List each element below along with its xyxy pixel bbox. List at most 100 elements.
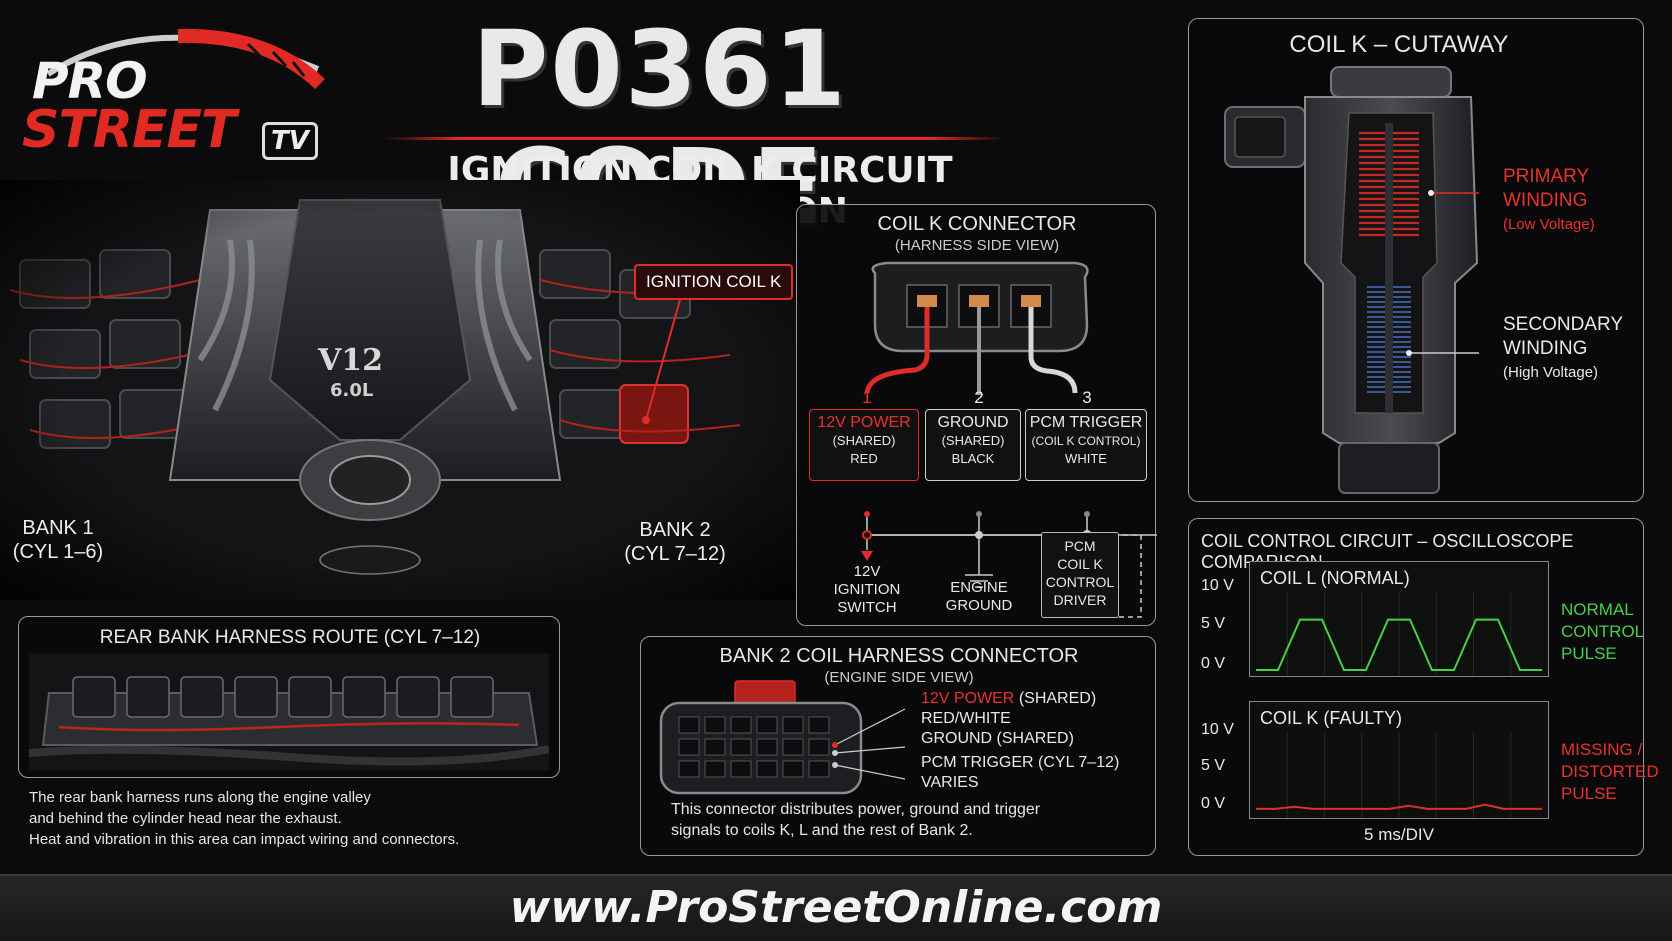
pin-3-destination: PCM COIL K CONTROL DRIVER — [1041, 532, 1119, 618]
bank2-power-shared: (SHARED) — [1018, 690, 1097, 707]
secondary-winding-note: (High Voltage) — [1503, 364, 1599, 381]
normal-y-tick-5: 5 V — [1201, 615, 1226, 632]
bank1-label: BANK 1 (CYL 1–6) — [8, 516, 108, 564]
normal-scope-title: COIL L (NORMAL) — [1260, 568, 1410, 588]
primary-winding-line-1: PRIMARY — [1503, 166, 1590, 187]
dest-2-line-1: ENGINE — [950, 579, 1008, 596]
pin-2-number: 2 — [974, 388, 984, 407]
bank2-power-color: RED/WHITE — [921, 710, 1011, 727]
normal-scope-screen: COIL L (NORMAL) — [1249, 561, 1549, 677]
dest-3-line-4: DRIVER — [1053, 592, 1107, 608]
pin-1-destination: 12V IGNITION SWITCH — [817, 563, 917, 617]
faulty-note-1: MISSING / — [1561, 740, 1643, 759]
pin-3-label-box: PCM TRIGGER (COIL K CONTROL) WHITE — [1025, 409, 1147, 481]
rear-bank-description: The rear bank harness runs along the eng… — [29, 787, 589, 850]
pin-3-color: WHITE — [1065, 451, 1107, 466]
bank2-pin-labels: 12V POWER (SHARED) RED/WHITE GROUND (SHA… — [921, 689, 1151, 793]
normal-y-tick-10: 10 V — [1201, 577, 1234, 594]
bank2-trigger-label: PCM TRIGGER (CYL 7–12) — [921, 754, 1120, 771]
logo-pro-text: PRO — [32, 52, 148, 110]
callout-leader-line — [642, 299, 681, 424]
primary-winding-line-2: WINDING — [1503, 190, 1588, 211]
normal-note-2: CONTROL — [1561, 622, 1645, 641]
pin-2-destination: ENGINE GROUND — [927, 579, 1031, 615]
rear-bank-harness-panel: REAR BANK HARNESS ROUTE (CYL 7–12) The r… — [18, 616, 560, 848]
footer-url-link[interactable]: www.ProStreetOnline.com — [509, 882, 1163, 933]
pin-2-label-box: GROUND (SHARED) BLACK — [925, 409, 1021, 481]
pin-3-note: (COIL K CONTROL) — [1031, 434, 1141, 448]
bank2-power-label: 12V POWER — [921, 690, 1015, 707]
secondary-winding-line-1: SECONDARY — [1503, 314, 1624, 335]
faulty-scope-title: COIL K (FAULTY) — [1260, 708, 1403, 728]
pin-2-name: GROUND — [937, 414, 1009, 431]
faulty-pulse-note: MISSING / DISTORTED PULSE — [1561, 739, 1659, 805]
dest-1-line-3: SWITCH — [837, 599, 897, 616]
connector-title: COIL K CONNECTOR — [877, 213, 1077, 235]
engine-cover-model: V12 — [318, 343, 384, 378]
normal-pulse-note: NORMAL CONTROL PULSE — [1561, 599, 1644, 665]
scope-timebase: 5 ms/DIV — [1364, 825, 1434, 844]
bank2-label: BANK 2 (CYL 7–12) — [620, 518, 730, 566]
dest-3-line-1: PCM — [1064, 538, 1096, 554]
bank2-connector-title: BANK 2 COIL HARNESS CONNECTOR — [719, 645, 1079, 667]
primary-winding-note: (Low Voltage) — [1503, 216, 1595, 233]
bank2-desc-line-1: This connector distributes power, ground… — [671, 801, 1041, 818]
cutaway-title: COIL K – CUTAWAY — [1289, 31, 1509, 58]
logo-street-text: STREET — [22, 100, 236, 160]
dest-3-line-2: COIL K — [1057, 556, 1103, 572]
pin-1-number: 1 — [862, 388, 872, 407]
bank2-desc-line-2: signals to coils K, L and the rest of Ba… — [671, 822, 973, 839]
faulty-note-3: PULSE — [1561, 784, 1617, 803]
bank2-description: This connector distributes power, ground… — [671, 799, 1151, 841]
bank2-trigger-varies: VARIES — [921, 774, 979, 791]
pin-2-color: BLACK — [951, 451, 995, 466]
rear-bank-title: REAR BANK HARNESS ROUTE (CYL 7–12) — [99, 627, 481, 648]
pin-3-number: 3 — [1082, 388, 1092, 407]
oscilloscope-panel: COIL CONTROL CIRCUIT – OSCILLOSCOPE COMP… — [1188, 518, 1659, 856]
bank1-cylinders: (CYL 1–6) — [12, 541, 104, 563]
faulty-y-tick-0: 0 V — [1201, 795, 1226, 812]
normal-note-3: PULSE — [1561, 644, 1617, 663]
secondary-winding-line-2: WINDING — [1503, 338, 1588, 359]
faulty-note-2: DISTORTED — [1561, 762, 1659, 781]
faulty-y-tick-10: 10 V — [1201, 721, 1234, 738]
bank2-connector-image — [659, 680, 906, 795]
primary-winding-label: PRIMARY WINDING (Low Voltage) — [1503, 165, 1633, 237]
normal-y-tick-0: 0 V — [1201, 655, 1226, 672]
dest-1-line-2: IGNITION — [833, 581, 901, 598]
logo-tv-badge: TV — [262, 122, 318, 160]
bank1-name: BANK 1 — [22, 517, 94, 539]
faulty-scope-screen: COIL K (FAULTY) — [1249, 701, 1549, 819]
engine-cover-displacement: 6.0L — [330, 380, 374, 401]
engine-illustration: V12 6.0L — [0, 180, 800, 600]
coil-cutaway-image — [1224, 66, 1479, 494]
normal-note-1: NORMAL — [1561, 600, 1634, 619]
bank2-connector-panel: BANK 2 COIL HARNESS CONNECTOR (ENGINE SI… — [640, 636, 1156, 856]
faulty-y-tick-5: 5 V — [1201, 757, 1226, 774]
bank2-cylinders: (CYL 7–12) — [624, 543, 726, 565]
engine-image — [0, 180, 800, 600]
logo-swoosh-icon — [46, 28, 325, 90]
faulty-waveform — [1256, 732, 1542, 818]
bank2-connector-subtitle: (ENGINE SIDE VIEW) — [824, 669, 974, 686]
dest-1-line-1: 12V — [853, 563, 881, 580]
bank2-ground-label: GROUND (SHARED) — [921, 730, 1074, 747]
ignition-coil-k-callout: IGNITION COIL K — [634, 264, 794, 300]
rear-bank-desc-line-3: Heat and vibration in this area can impa… — [29, 831, 460, 848]
secondary-winding-label: SECONDARY WINDING (High Voltage) — [1503, 313, 1633, 385]
footer-bar: www.ProStreetOnline.com — [0, 874, 1672, 941]
logo: PRO STREET TV — [18, 14, 325, 160]
pin-1-color: RED — [850, 451, 878, 466]
connector-subtitle: (HARNESS SIDE VIEW) — [894, 237, 1060, 254]
pin-1-name: 12V POWER — [817, 414, 911, 431]
coil-cutaway-panel: COIL K – CUTAWAY — [1188, 18, 1644, 502]
dest-2-line-2: GROUND — [945, 597, 1013, 614]
coil-k-connector-panel: COIL K CONNECTOR (HARNESS SIDE VIEW) — [796, 204, 1157, 626]
pin-2-note: (SHARED) — [941, 433, 1005, 448]
rear-bank-desc-line-1: The rear bank harness runs along the eng… — [29, 789, 371, 806]
pin-1-label-box: 12V POWER (SHARED) RED — [809, 409, 919, 481]
bank2-name: BANK 2 — [639, 519, 711, 541]
dest-3-line-3: CONTROL — [1045, 574, 1115, 590]
pin-1-note: (SHARED) — [832, 433, 896, 448]
normal-waveform-series-line — [1256, 618, 1542, 671]
